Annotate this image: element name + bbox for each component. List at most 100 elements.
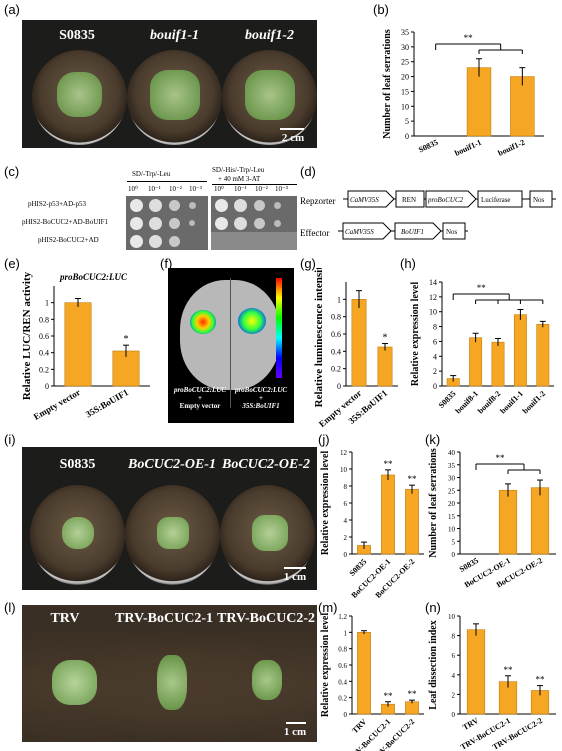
bar xyxy=(491,341,505,387)
y-tick-label: 8 xyxy=(344,483,348,491)
y-tick-label: 1 xyxy=(344,629,348,637)
y-tick-label: 0.4 xyxy=(39,349,49,358)
c-header-1: SD/-Trp/-Leu xyxy=(132,170,171,178)
c-dil-3: 10⁻³ xyxy=(189,185,202,193)
panel-label-e: (e) xyxy=(4,256,20,271)
y-tick-label: 12 xyxy=(340,449,348,457)
y-tick-label: 0.2 xyxy=(39,365,49,374)
x-tick-label: 35S:BoUIF1 xyxy=(84,387,131,420)
y-tick-label: 0 xyxy=(45,382,49,391)
y-tick-label: 0 xyxy=(433,382,437,391)
y-tick-label: 30 xyxy=(448,475,456,483)
y-tick-label: 0 xyxy=(344,711,348,719)
significance-mark: * xyxy=(383,333,388,344)
significance-mark: ** xyxy=(384,459,394,469)
bar xyxy=(513,314,527,387)
d-reporter-label: Repzorter xyxy=(300,196,335,206)
panel-label-a: (a) xyxy=(4,2,20,17)
scale-bar-l xyxy=(286,722,306,724)
f-right-cap-1: + xyxy=(259,394,263,402)
label-i-2: BoCUC2-OE-2 xyxy=(222,457,310,472)
scale-label-a: 2 cm xyxy=(281,132,305,144)
bar xyxy=(357,632,371,715)
significance-mark: * xyxy=(124,334,129,345)
y-tick-label: 35 xyxy=(448,462,456,470)
y-tick-label: 20 xyxy=(401,73,409,82)
y-tick-label: 10 xyxy=(429,308,437,317)
label-i-0: S0835 xyxy=(59,457,96,472)
d-r-part-3: Luciferase xyxy=(481,196,511,204)
f-left-cap-2: Empty vector xyxy=(179,402,221,410)
panel-label-j: (j) xyxy=(318,432,330,447)
panel-label-c: (c) xyxy=(4,164,20,179)
panel-label-n: (n) xyxy=(425,600,441,615)
scale-label-l: 1 cm xyxy=(283,726,307,738)
panel-label-h: (h) xyxy=(400,256,416,271)
d-r-part-2: proBoCUC2 xyxy=(427,196,464,204)
f-left-cap-1: + xyxy=(198,394,202,402)
y-tick-label: 0.8 xyxy=(331,313,341,322)
scale-label-i: 1 cm xyxy=(283,571,307,583)
y-tick-label: 0.4 xyxy=(338,678,347,686)
y-tick-label: 0 xyxy=(452,711,456,719)
x-tick-label: S0835 xyxy=(458,556,480,574)
y-tick-label: 0.8 xyxy=(39,315,49,324)
y-axis-label: Number of leaf serrations xyxy=(428,448,439,558)
panel-label-d: (d) xyxy=(300,164,316,179)
panel-f-image: proBoCUC2:LUC + Empty vector proBoCUC2:L… xyxy=(168,268,294,423)
y-tick-label: 40 xyxy=(448,449,456,457)
d-e-part-1: BoUIF1 xyxy=(401,228,424,236)
bar xyxy=(377,346,393,387)
significance-mark: ** xyxy=(408,474,418,484)
y-axis-label: Relative luminescence intensity xyxy=(313,268,325,407)
y-tick-label: 0 xyxy=(405,132,409,141)
scale-bar-i xyxy=(284,567,306,569)
c-row-1: pHIS2-BoCUC2+AD-BoUIF1 xyxy=(22,218,109,226)
y-tick-label: 15 xyxy=(401,87,409,96)
y-tick-label: 35 xyxy=(401,28,409,37)
x-tick-label: TRV xyxy=(461,716,480,732)
bar xyxy=(530,487,550,555)
panel-label-k: (k) xyxy=(425,432,441,447)
significance-mark: ** xyxy=(504,665,514,675)
d-r-part-0: CaMV35S xyxy=(350,196,379,204)
bar xyxy=(536,324,550,387)
y-tick-label: 12 xyxy=(429,293,437,302)
x-tick-label: bouif8-1 xyxy=(454,389,480,415)
panel-d: Repzorter CaMV35S REN proBoCUC2 Lucifera… xyxy=(300,190,556,240)
panel-c: SD/-Trp/-Leu SD/-His/-Trp/-Leu + 40 mM 3… xyxy=(22,166,297,250)
x-tick-label: bouif8-2 xyxy=(476,389,502,415)
x-tick-label: Empty vector xyxy=(32,387,82,422)
bar xyxy=(381,474,395,555)
bar xyxy=(112,350,140,387)
bar xyxy=(64,302,92,387)
y-axis-label: Number of leaf serrations xyxy=(382,29,393,139)
panel-label-i: (i) xyxy=(4,432,16,447)
d-effector-label: Effector xyxy=(300,228,329,238)
y-tick-label: 0 xyxy=(337,382,341,391)
photo-i: S0835 BoCUC2-OE-1 BoCUC2-OE-2 1 cm xyxy=(22,447,317,590)
y-tick-label: 25 xyxy=(448,487,456,495)
y-tick-label: 4 xyxy=(344,517,348,525)
y-tick-label: 10 xyxy=(448,613,456,621)
y-tick-label: 1 xyxy=(45,299,49,308)
x-tick-label: TRV xyxy=(350,717,368,735)
y-axis-label: Relative expression level xyxy=(320,451,331,555)
y-tick-label: 6 xyxy=(344,500,348,508)
bar xyxy=(405,489,419,555)
y-tick-label: 0.2 xyxy=(331,365,341,374)
x-tick-label: S0835 xyxy=(437,389,458,410)
y-tick-label: 8 xyxy=(433,323,437,332)
y-tick-label: 2 xyxy=(433,367,437,376)
significance-mark: ** xyxy=(384,691,394,701)
y-tick-label: 6 xyxy=(452,652,456,660)
panel-label-g: (g) xyxy=(300,256,316,271)
f-right-cap-0: proBoCUC2:LUC xyxy=(234,386,288,394)
c-dil-1: 10⁻¹ xyxy=(148,185,161,193)
scale-bar-a xyxy=(280,128,304,130)
c-row-0: pHIS2-p53+AD-p53 xyxy=(28,200,86,208)
label-l-1: TRV-BoCUC2-1 xyxy=(114,611,214,626)
